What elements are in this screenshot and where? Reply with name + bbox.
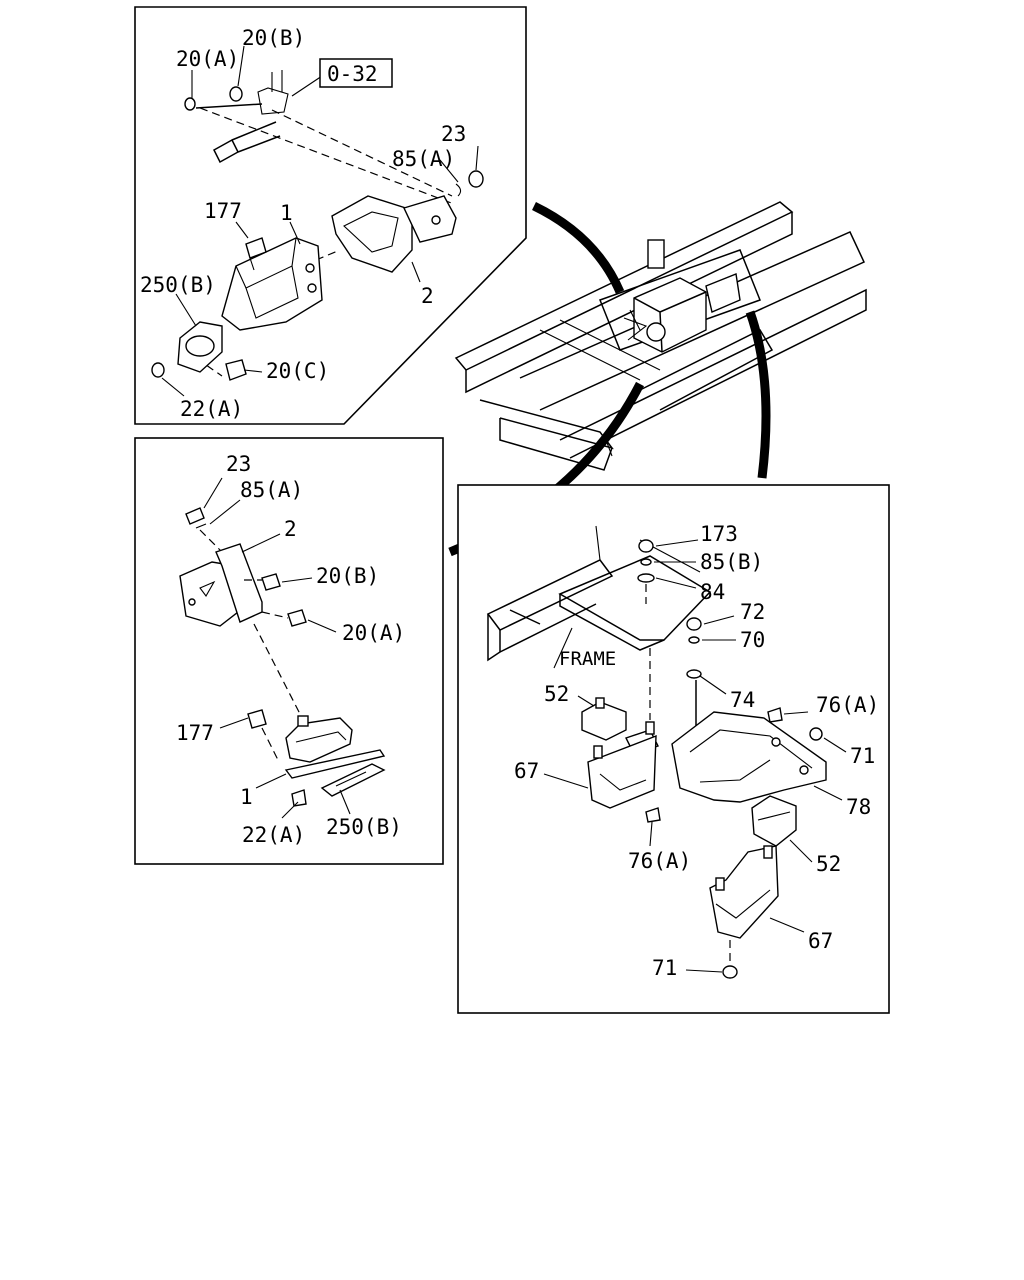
panel-top-left: [134, 6, 527, 425]
label-177-top: 177: [204, 199, 242, 223]
label-85a-top: 85(A): [392, 147, 455, 171]
stopper-250b-mid: [320, 763, 386, 797]
bolt-76a-top: [767, 707, 783, 723]
nut-71-bottom: [722, 965, 738, 979]
label-177-mid: 177: [176, 721, 214, 745]
nut-22a-mid: [291, 789, 307, 807]
label-frame: FRAME: [559, 648, 616, 670]
nut-23: [468, 170, 484, 188]
label-20a-top: 20(A): [176, 47, 239, 71]
crossmember-78: [671, 711, 827, 803]
bracket-67-left: [587, 734, 657, 809]
label-20b-top: 20(B): [242, 26, 305, 50]
nut-71-top: [809, 727, 823, 741]
label-76a-top: 76(A): [816, 693, 879, 717]
label-22a-top: 22(A): [180, 397, 243, 421]
nut-72: [686, 617, 702, 631]
label-78: 78: [846, 795, 871, 819]
label-2-top: 2: [421, 284, 434, 308]
washer-85b: [640, 558, 652, 566]
bolt-20b: [229, 86, 243, 102]
label-52-left: 52: [544, 682, 569, 706]
label-70: 70: [740, 628, 765, 652]
label-74: 74: [730, 688, 755, 712]
bolt-20b-mid: [261, 573, 281, 591]
label-52-right: 52: [816, 852, 841, 876]
engine-mount-part-1: [221, 237, 323, 331]
label-67-left: 67: [514, 759, 539, 783]
label-173: 173: [700, 522, 738, 546]
reference-box: 0-32: [319, 58, 393, 88]
nut-22a: [151, 362, 165, 378]
nut-173: [638, 539, 654, 553]
label-72: 72: [740, 600, 765, 624]
label-85a-mid: 85(A): [240, 478, 303, 502]
label-2-mid: 2: [284, 517, 297, 541]
label-250b-mid: 250(B): [326, 815, 402, 839]
label-76a-bottom: 76(A): [628, 849, 691, 873]
label-20c-top: 20(C): [266, 359, 329, 383]
label-84: 84: [700, 580, 725, 604]
label-1-top: 1: [280, 201, 293, 225]
bracket-67-right: [709, 845, 779, 939]
engine-bracket-part-2: [331, 195, 413, 273]
bolt-20a: [184, 97, 196, 111]
label-22a-mid: 22(A): [242, 823, 305, 847]
label-1-mid: 1: [240, 785, 253, 809]
washer-70: [688, 636, 700, 644]
label-71-top: 71: [850, 744, 875, 768]
bolt-76a-bottom: [645, 807, 661, 823]
label-23-top: 23: [441, 122, 466, 146]
panel-middle-left: [134, 437, 444, 865]
bolt-177-mid: [247, 709, 267, 729]
reference-box-label: 0-32: [327, 62, 378, 86]
label-71-bottom: 71: [652, 956, 677, 980]
chassis-frame-overview: [454, 201, 867, 471]
mount-52-right: [751, 795, 797, 847]
washer-74: [686, 669, 702, 679]
nut-23-mid: [185, 507, 205, 525]
label-85b: 85(B): [700, 550, 763, 574]
bolt-20c: [225, 359, 247, 381]
label-250b-top: 250(B): [140, 273, 216, 297]
panel-bottom-right: [457, 484, 890, 1014]
bolt-20a-mid: [287, 609, 307, 627]
label-20b-mid: 20(B): [316, 564, 379, 588]
bolt-177: [245, 237, 267, 259]
label-23-mid: 23: [226, 452, 251, 476]
label-67-right: 67: [808, 929, 833, 953]
label-20a-mid: 20(A): [342, 621, 405, 645]
washer-84: [637, 573, 655, 583]
